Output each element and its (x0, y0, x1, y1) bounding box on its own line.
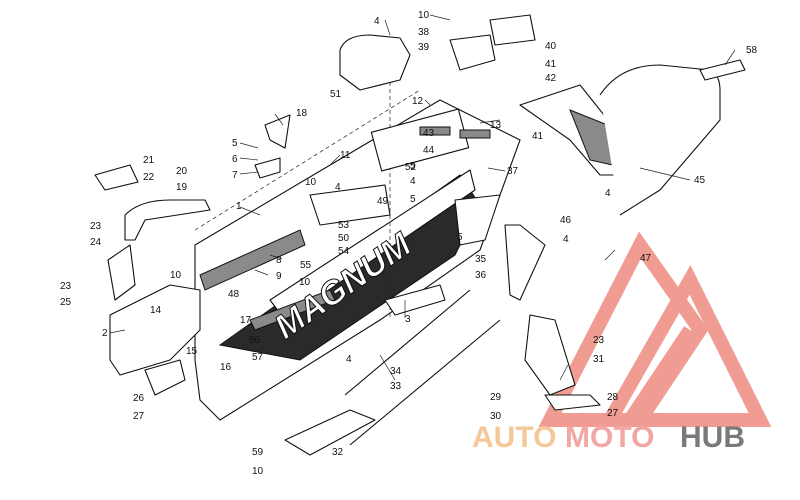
callout-5c: 5 (410, 194, 416, 205)
tunnel-frame (194, 40, 521, 421)
callout-31: 31 (593, 354, 605, 365)
callout-24: 24 (90, 237, 102, 248)
callout-15: 15 (186, 346, 198, 357)
callout-16: 16 (220, 362, 232, 373)
callout-54: 54 (338, 246, 350, 257)
callout-46: 46 (560, 215, 572, 226)
callout-32: 32 (332, 447, 344, 458)
callout-4b: 4 (335, 182, 341, 193)
callout-4: 4 (374, 16, 380, 27)
callout-43: 43 (423, 128, 435, 139)
callout-30: 30 (490, 411, 502, 422)
watermark-logo (538, 231, 772, 427)
callout-20: 20 (176, 166, 188, 177)
callout-42: 42 (545, 73, 557, 84)
callout-27: 27 (133, 411, 145, 422)
callout-59: 59 (252, 447, 264, 458)
callout-38: 38 (418, 27, 430, 38)
watermark-hub: HUB (680, 421, 745, 454)
callout-49: 49 (377, 196, 389, 207)
callout-41b: 41 (532, 131, 544, 142)
callout-51: 51 (330, 89, 342, 100)
callout-2: 2 (102, 328, 108, 339)
callout-35: 35 (475, 254, 487, 265)
callout-50: 50 (338, 233, 350, 244)
callout-4f: 4 (346, 354, 352, 365)
callout-10: 10 (418, 10, 430, 21)
callout-10b: 10 (170, 270, 182, 281)
callout-37: 37 (507, 166, 519, 177)
watermark-text: AUTO MOTO HUB (472, 421, 745, 454)
callout-48: 48 (228, 289, 240, 300)
callout-40: 40 (545, 41, 557, 52)
left-parts (94, 114, 391, 396)
callout-47: 47 (640, 253, 652, 264)
callout-22: 22 (143, 172, 155, 183)
callout-17: 17 (240, 315, 252, 326)
callout-23c: 23 (593, 335, 605, 346)
callout-6: 6 (232, 154, 238, 165)
callout-36: 36 (475, 270, 487, 281)
callout-4d: 4 (605, 188, 611, 199)
callout-3: 3 (405, 314, 411, 325)
callout-5: 5 (232, 138, 238, 149)
callout-44: 44 (423, 145, 435, 156)
callout-21: 21 (143, 155, 155, 166)
callout-9: 9 (276, 271, 282, 282)
callout-27b: 27 (607, 408, 619, 419)
top-parts (339, 14, 746, 91)
callout-1: 1 (236, 201, 242, 212)
callout-11: 11 (340, 150, 351, 161)
callout-33: 33 (390, 381, 402, 392)
callout-58: 58 (746, 45, 758, 56)
callout-57: 57 (252, 352, 264, 363)
callout-25: 25 (60, 297, 72, 308)
watermark-moto: MOTO (565, 421, 654, 454)
callout-10e: 10 (252, 466, 264, 477)
callout-23: 23 (90, 221, 102, 232)
callout-28: 28 (607, 392, 619, 403)
callout-13: 13 (490, 120, 502, 131)
callout-8: 8 (276, 255, 282, 266)
bottom-rails (284, 284, 501, 456)
callout-7: 7 (232, 170, 238, 181)
callout-39: 39 (418, 42, 430, 53)
callout-53: 53 (338, 220, 350, 231)
callout-10c: 10 (305, 177, 317, 188)
leader-lines (109, 14, 736, 381)
callout-5d: 5 (457, 232, 463, 243)
callout-55: 55 (300, 260, 312, 271)
callout-10d: 10 (299, 277, 311, 288)
callout-labels: 1 2 3 4 4 4 4 4 4 5 5 5 5 6 7 8 9 10 10 … (60, 10, 758, 477)
callout-41: 41 (545, 59, 557, 70)
callout-14: 14 (150, 305, 162, 316)
callout-19: 19 (176, 182, 188, 193)
callout-18: 18 (296, 108, 308, 119)
callout-45: 45 (694, 175, 706, 186)
callout-26: 26 (133, 393, 145, 404)
callout-4e: 4 (563, 234, 569, 245)
callout-4c: 4 (410, 176, 416, 187)
callout-5b: 5 (410, 161, 416, 172)
callout-56: 56 (249, 335, 261, 346)
callout-23b: 23 (60, 281, 72, 292)
callout-12: 12 (412, 96, 424, 107)
callout-34: 34 (390, 366, 402, 377)
callout-29: 29 (490, 392, 502, 403)
watermark-auto: AUTO (472, 421, 556, 454)
callout-52: 52 (405, 162, 417, 173)
